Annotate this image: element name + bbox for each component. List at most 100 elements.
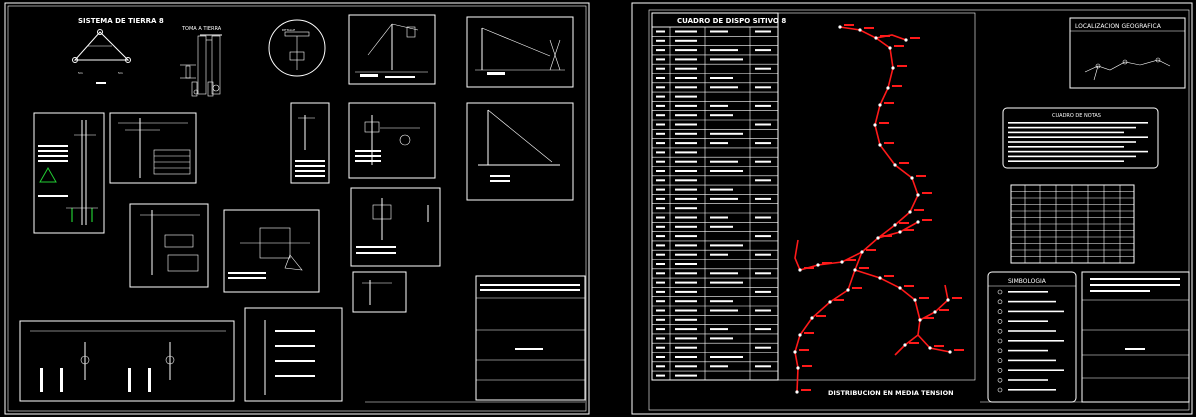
table-cell-mark [710, 77, 733, 79]
table-cell-mark [675, 244, 697, 247]
table-cell-mark [656, 318, 665, 321]
table-cell-mark [710, 253, 728, 256]
legend-text-mark [1008, 320, 1048, 322]
table-cell-mark [675, 114, 697, 117]
network-pole-point [928, 346, 932, 350]
legend-symbol [997, 348, 1003, 354]
pole-guy-box-2 [466, 16, 574, 88]
note-line [1008, 126, 1136, 129]
network-pole-point [948, 350, 952, 354]
network-label-mark [884, 102, 894, 104]
map-frame [777, 12, 976, 381]
table-cell-mark [710, 30, 728, 33]
network-label-mark [884, 275, 894, 277]
table-cell-mark [755, 104, 771, 107]
network-label-mark [802, 365, 812, 367]
table-cell-mark [710, 216, 728, 219]
legend-text-mark [1008, 310, 1064, 313]
legend-text-mark [1008, 330, 1056, 332]
note-line [1008, 160, 1124, 162]
table-cell-mark [675, 179, 697, 182]
note-line [1008, 146, 1124, 148]
table-cell-mark [710, 170, 743, 172]
table-cell-mark [656, 132, 665, 135]
network-pole-point [858, 28, 862, 32]
data-table-small [1010, 184, 1135, 264]
table-cell-mark [656, 123, 665, 126]
network-pole-point [933, 310, 937, 314]
table-cell-mark [675, 170, 697, 172]
notes-box: CUADRO DE NOTAS [1002, 107, 1159, 169]
table-cell-mark [656, 337, 665, 340]
network-pole-point [816, 263, 820, 267]
legend-symbol [997, 289, 1003, 295]
table-cell-mark [710, 142, 728, 145]
table-cell-mark [656, 225, 665, 228]
network-label-mark [804, 332, 814, 334]
network-label-mark [909, 342, 919, 344]
network-label-mark [879, 122, 889, 124]
insulator-box-a [350, 187, 441, 267]
table-cell-mark [675, 67, 697, 70]
table-cell-mark [675, 290, 697, 293]
table-cell-mark [755, 309, 771, 312]
table-cell-mark [675, 216, 697, 219]
transformer-detail-box [348, 102, 436, 179]
table-cell-mark [656, 244, 665, 247]
network-pole-point [913, 298, 917, 302]
network-pole-point [878, 143, 882, 147]
network-pole-point [898, 286, 902, 290]
table-cell-mark [656, 39, 665, 42]
network-pole-point [853, 268, 857, 272]
table-cell-mark [675, 346, 697, 349]
table-cell-mark [710, 114, 733, 117]
table-cell-mark [755, 365, 771, 368]
toma-tierra-title: TOMA A TIERRA [181, 26, 222, 32]
network-pole-point [910, 176, 914, 180]
table-cell-mark [656, 197, 665, 200]
table-cell-mark [710, 197, 738, 200]
legend-symbol [997, 368, 1003, 373]
network-label-mark [866, 249, 876, 251]
table-cell-mark [710, 337, 733, 340]
network-pole-point [860, 250, 864, 254]
table-cell-mark [755, 216, 771, 219]
crossarm-detail-box-2 [129, 203, 209, 288]
network-label-mark [884, 142, 894, 144]
pole-detail-tall [33, 112, 105, 234]
network-label-mark [859, 267, 869, 269]
network-pole-point [840, 260, 844, 264]
note-line [1008, 122, 1148, 124]
table-cell-mark [710, 86, 738, 89]
legend-symbol [997, 299, 1003, 305]
table-cell-mark [656, 272, 665, 275]
table-cell-mark [656, 188, 665, 191]
legend-symbol [997, 328, 1003, 334]
table-cell-mark [675, 225, 697, 228]
table-cell-mark [656, 95, 665, 98]
table-cell-mark [710, 328, 728, 331]
table-cell-mark [656, 30, 665, 33]
network-label-mark [816, 315, 826, 317]
left-title-block [475, 275, 586, 401]
table-cell-mark [675, 263, 697, 265]
network-label-mark [899, 162, 909, 164]
network-pole-point [798, 333, 802, 337]
note-line [1008, 150, 1148, 153]
table-cell-mark [755, 235, 771, 238]
table-cell-mark [675, 95, 697, 98]
network-pole-point [908, 210, 912, 214]
table-cell-mark [656, 77, 665, 79]
table-cell-mark [656, 207, 665, 210]
legend-symbol [997, 387, 1003, 393]
table-cell-mark [656, 179, 665, 182]
table-cell-mark [675, 77, 697, 79]
network-pole-point [873, 123, 877, 127]
table-cell-mark [675, 86, 697, 89]
note-line [1008, 141, 1136, 143]
table-cell-mark [710, 281, 743, 284]
table-cell-mark [675, 132, 697, 135]
